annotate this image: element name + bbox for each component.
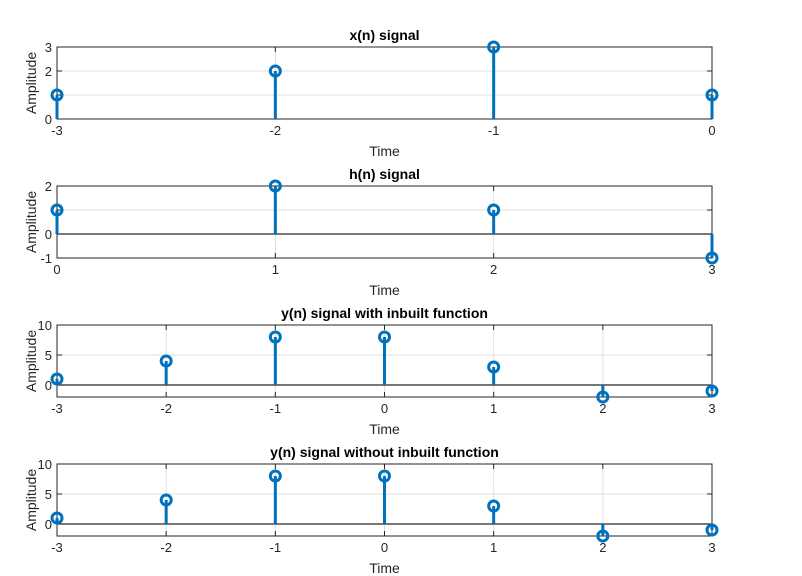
stem-marker bbox=[159, 493, 173, 507]
x-axis-label: Time bbox=[369, 282, 400, 298]
y-tick-label: 10 bbox=[38, 318, 52, 333]
x-tick-label: 0 bbox=[381, 401, 388, 416]
axes-box bbox=[56, 46, 713, 120]
x-tick-label: 2 bbox=[599, 540, 606, 555]
x-tick-label: -2 bbox=[160, 401, 172, 416]
x-tick-label: 1 bbox=[490, 540, 497, 555]
chart-title: h(n) signal bbox=[349, 166, 420, 182]
stem-marker bbox=[268, 469, 282, 483]
y-axis-label: Amplitude bbox=[23, 469, 39, 531]
x-tick-label: 3 bbox=[708, 401, 715, 416]
x-tick-label: 2 bbox=[599, 401, 606, 416]
y-tick-label: 0 bbox=[45, 112, 52, 127]
stem-marker bbox=[705, 251, 719, 265]
y-axis-label: Amplitude bbox=[23, 191, 39, 253]
chart-title: y(n) signal with inbuilt function bbox=[281, 305, 488, 321]
stem-marker bbox=[378, 469, 391, 483]
x-tick-label: 3 bbox=[708, 540, 715, 555]
x-tick-label: 0 bbox=[708, 123, 715, 138]
x-tick-label: 2 bbox=[490, 262, 497, 277]
stem-marker bbox=[378, 330, 391, 344]
x-tick-label: 1 bbox=[490, 401, 497, 416]
x-axis-label: Time bbox=[369, 421, 400, 437]
x-tick-label: 0 bbox=[53, 262, 60, 277]
x-tick-label: -2 bbox=[160, 540, 172, 555]
chart-title: x(n) signal bbox=[349, 27, 419, 43]
y-axis-label: Amplitude bbox=[23, 330, 39, 392]
stem-marker bbox=[268, 179, 282, 193]
y-tick-label: 10 bbox=[38, 457, 52, 472]
subplot-3: -3 -2 -1 0 1 2 3 0 5 10 y(n) signal with inbuilt f… bbox=[23, 305, 719, 437]
y-tick-label: -1 bbox=[40, 251, 52, 266]
y-tick-label: 0 bbox=[45, 517, 52, 532]
stem-marker bbox=[50, 372, 64, 386]
y-tick-label: 0 bbox=[45, 227, 52, 242]
y-tick-label: 5 bbox=[45, 487, 52, 502]
stem-marker bbox=[50, 511, 64, 525]
y-tick-label: 3 bbox=[45, 40, 52, 55]
chart-title: y(n) signal without inbuilt function bbox=[270, 444, 499, 460]
x-tick-label: -1 bbox=[270, 540, 282, 555]
x-axis-label: Time bbox=[369, 143, 400, 159]
y-tick-label: 5 bbox=[45, 348, 52, 363]
stem-marker bbox=[159, 354, 173, 368]
stem-marker bbox=[705, 523, 719, 537]
x-tick-label: -3 bbox=[51, 540, 63, 555]
stem-marker bbox=[596, 529, 610, 543]
stem-marker bbox=[50, 203, 64, 217]
x-tick-label: 0 bbox=[381, 540, 388, 555]
y-axis-label: Amplitude bbox=[23, 52, 39, 114]
stem-marker bbox=[50, 88, 64, 102]
x-tick-label: -2 bbox=[270, 123, 282, 138]
x-tick-label: -1 bbox=[270, 401, 282, 416]
stem-marker bbox=[487, 40, 501, 54]
stem-marker bbox=[487, 360, 501, 374]
x-tick-label: -3 bbox=[51, 123, 63, 138]
x-tick-label: 1 bbox=[272, 262, 279, 277]
stem-marker bbox=[705, 384, 719, 398]
x-tick-label: -1 bbox=[488, 123, 500, 138]
axes-box bbox=[56, 185, 713, 259]
stem-marker bbox=[268, 64, 282, 78]
stem-marker bbox=[596, 390, 610, 404]
stem-marker bbox=[268, 330, 282, 344]
y-tick-label: 2 bbox=[45, 64, 52, 79]
subplot-4: -3 -2 -1 0 1 2 3 0 5 10 y(n) signal without inbuil… bbox=[23, 444, 719, 576]
x-tick-label: 3 bbox=[708, 262, 715, 277]
x-axis-label: Time bbox=[369, 560, 400, 576]
stem-marker bbox=[487, 203, 501, 217]
y-tick-label: 2 bbox=[45, 179, 52, 194]
stem-marker bbox=[487, 499, 501, 513]
y-tick-label: 0 bbox=[45, 378, 52, 393]
stem-marker bbox=[705, 88, 719, 102]
x-tick-label: -3 bbox=[51, 401, 63, 416]
